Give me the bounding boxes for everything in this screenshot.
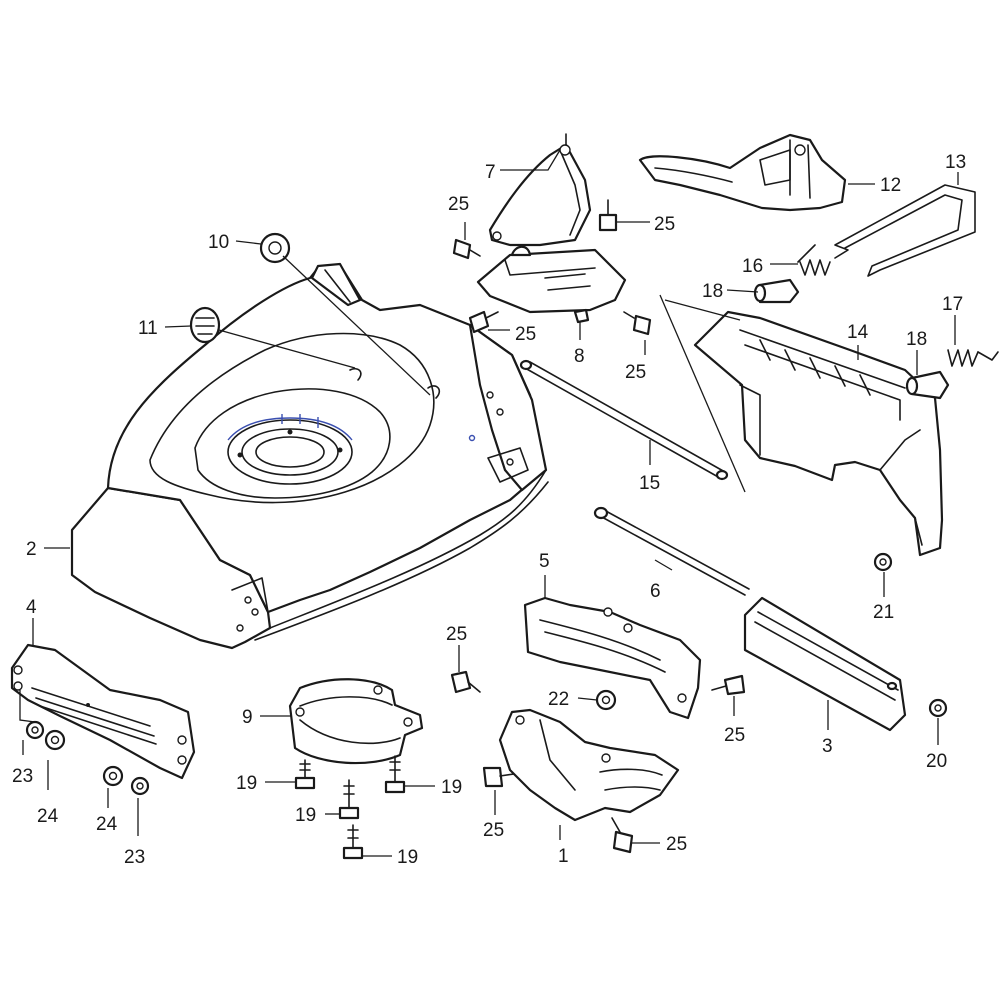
part-12-chute-bracket	[638, 133, 847, 212]
label-part-12: 12	[880, 175, 901, 196]
part-8-hinge-plate	[476, 245, 627, 324]
part-23-washer-b	[130, 776, 150, 796]
label-part-5: 5	[539, 551, 550, 572]
part-3-rear-flap	[743, 596, 907, 732]
label-part-7: 7	[485, 162, 496, 183]
label-part-25-a: 25	[448, 194, 469, 215]
part-9-clamp-ring	[288, 678, 424, 765]
label-part-4: 4	[26, 597, 37, 618]
label-part-19-d: 19	[397, 847, 418, 868]
callout-labels: 1 2 3 4 5 6 7 8 9 10 11 12 13 14 15 16 1…	[12, 152, 966, 868]
part-15-rod	[519, 359, 729, 481]
part-5-side-guard	[523, 596, 702, 720]
label-part-15: 15	[639, 473, 660, 494]
label-part-1: 1	[558, 846, 569, 867]
label-part-21: 21	[873, 602, 894, 623]
label-part-22: 22	[548, 689, 569, 710]
part-20-nut	[928, 698, 948, 718]
label-part-24-b: 24	[96, 814, 118, 835]
part-18-pin-b	[905, 370, 950, 400]
part-19-bolt-d	[342, 824, 364, 860]
part-2-mower-deck	[70, 262, 549, 650]
part-10-grommet	[259, 232, 431, 396]
label-part-18-b: 18	[906, 329, 927, 350]
label-part-25-d: 25	[625, 362, 646, 383]
part-25-bolt-h	[611, 817, 634, 854]
part-22-nut	[595, 689, 617, 711]
part-25-bolt-c	[468, 310, 499, 334]
label-part-25-h: 25	[666, 834, 687, 855]
part-11-knob	[189, 306, 356, 369]
part-25-bolt-a	[598, 199, 618, 232]
part-1-deflector	[498, 708, 680, 822]
label-part-13: 13	[945, 152, 966, 173]
leader-lines	[19, 149, 959, 857]
label-part-25-g: 25	[483, 820, 504, 841]
part-25-bolt-g	[482, 766, 515, 788]
part-18-pin-a	[753, 278, 800, 304]
part-4-front-guard	[10, 643, 196, 780]
label-part-25-b: 25	[654, 214, 675, 235]
part-19-bolt-c	[384, 755, 406, 794]
guide-line	[659, 294, 746, 493]
part-25-bolt-e	[450, 670, 481, 694]
label-part-9: 9	[242, 707, 253, 728]
label-part-19-c: 19	[441, 777, 462, 798]
part-25-bolt-f	[711, 674, 746, 696]
label-part-19-a: 19	[236, 773, 257, 794]
label-part-25-f: 25	[724, 725, 745, 746]
label-part-25-e: 25	[446, 624, 467, 645]
part-13-wire-rod	[834, 184, 976, 277]
label-part-8: 8	[574, 346, 585, 367]
part-19-bolt-b	[338, 779, 360, 820]
part-7-bracket-plate	[488, 133, 592, 247]
guide-line	[664, 299, 741, 321]
label-part-17: 17	[942, 294, 963, 315]
part-21-nut	[873, 552, 893, 572]
label-part-25-c: 25	[515, 324, 536, 345]
label-part-6: 6	[650, 581, 661, 602]
label-part-24-a: 24	[37, 806, 59, 827]
part-17-spring	[947, 349, 999, 367]
part-25-bolt-b	[452, 238, 481, 260]
part-19-bolt-a	[294, 759, 316, 790]
part-23-washer-a	[25, 720, 45, 740]
label-part-3: 3	[822, 736, 833, 757]
label-part-20: 20	[926, 751, 947, 772]
label-part-11: 11	[138, 318, 158, 339]
label-part-18-a: 18	[702, 281, 723, 302]
label-part-16: 16	[742, 256, 763, 277]
part-25-bolt-d	[623, 311, 652, 336]
part-24-nut-a	[44, 729, 66, 751]
part-24-nut-b	[102, 765, 124, 787]
label-part-10: 10	[208, 232, 229, 253]
part-14-rear-housing	[693, 310, 944, 557]
label-part-19-b: 19	[295, 805, 316, 826]
part-16-spring	[797, 244, 831, 276]
label-part-14: 14	[847, 322, 869, 343]
label-part-23-b: 23	[124, 847, 145, 868]
part-6-rod	[593, 506, 750, 596]
label-part-23-a: 23	[12, 766, 33, 787]
label-part-2: 2	[26, 539, 37, 560]
